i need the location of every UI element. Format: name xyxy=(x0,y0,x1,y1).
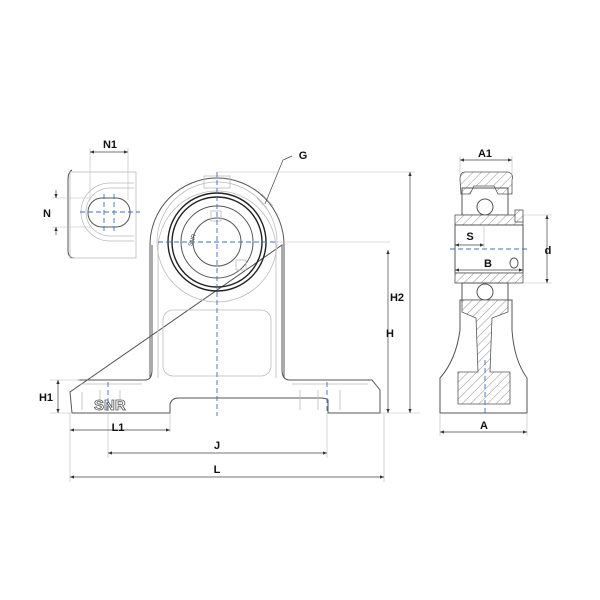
label-b: B xyxy=(484,258,492,270)
label-l1: L1 xyxy=(112,422,125,434)
label-s: S xyxy=(466,231,473,243)
label-l: L xyxy=(214,464,221,476)
section-view xyxy=(439,171,528,416)
front-view: SNR SNR xyxy=(69,172,381,416)
label-j: J xyxy=(214,440,220,452)
ring-marking: SNR xyxy=(188,233,198,248)
slot-detail-view xyxy=(67,169,140,259)
label-g: G xyxy=(299,150,308,162)
label-h2: H2 xyxy=(390,292,404,304)
label-a1: A1 xyxy=(478,148,492,160)
label-h: H xyxy=(386,328,394,340)
label-h1: H1 xyxy=(39,392,53,404)
snr-logo: SNR xyxy=(94,397,126,414)
label-n: N xyxy=(43,208,51,220)
label-a: A xyxy=(480,420,488,432)
label-n1: N1 xyxy=(103,139,117,151)
dimension-lines xyxy=(50,148,552,482)
label-d: d xyxy=(545,245,552,257)
